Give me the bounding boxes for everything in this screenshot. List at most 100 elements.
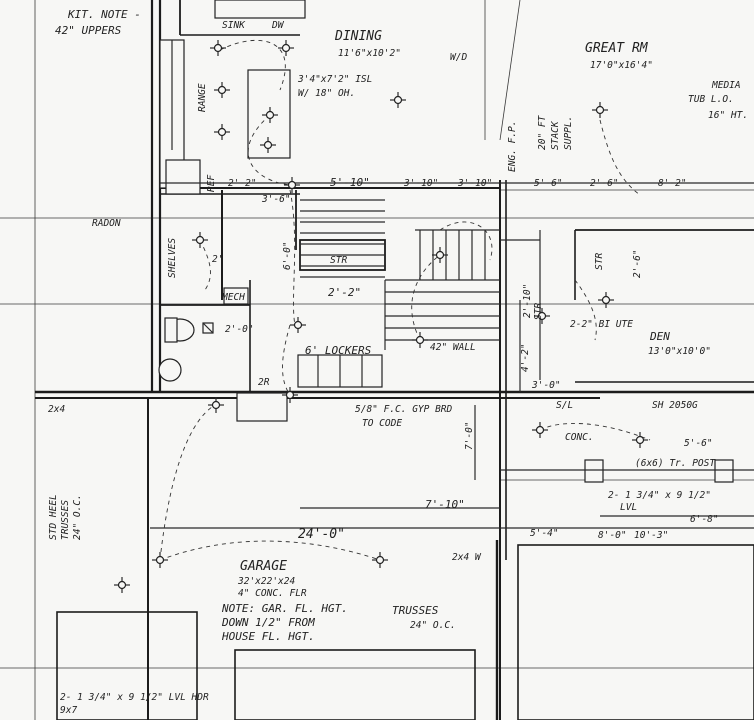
label-bi-ute: 2-2" BI UTE xyxy=(570,319,633,330)
label-conc: CONC. xyxy=(565,432,594,443)
label-eng-fp: ENG. F.P. xyxy=(507,121,518,172)
fixture-center xyxy=(213,43,223,53)
light-fixture-icon xyxy=(214,124,230,140)
light-fixture-icon xyxy=(432,247,448,263)
dim-text: 2'-2" xyxy=(328,286,361,299)
label-garage-floor: 4" CONC. FLR xyxy=(238,588,307,599)
wire-run xyxy=(574,279,597,341)
label-sh: SH 2050G xyxy=(652,400,698,411)
label-island: 3'4"x7'2" ISL xyxy=(297,74,372,85)
label-ref: REF xyxy=(206,175,217,192)
light-fixtures xyxy=(114,40,648,593)
label-dining-size: 11'6"x10'2" xyxy=(338,48,401,59)
garage-door-opening xyxy=(56,611,198,720)
label-fire-board: 5/8" F.C. GYP BRD xyxy=(355,404,453,415)
fixture-center xyxy=(285,390,295,400)
label-dw: DW xyxy=(271,20,285,31)
light-fixture-icon xyxy=(192,232,208,248)
light-fixture-icon xyxy=(598,292,614,308)
light-fixture-icon xyxy=(152,552,168,568)
dim-text: 4'-2" xyxy=(520,343,531,372)
post xyxy=(714,459,734,483)
light-fixture-icon xyxy=(208,397,224,413)
label-std-heel: 24" O.C. xyxy=(72,494,83,540)
light-fixture-icon xyxy=(390,92,406,108)
label-stair: STR xyxy=(594,253,605,270)
label-42-wall: 42" WALL xyxy=(430,342,476,353)
fixture-center xyxy=(595,105,605,115)
dim-text: 8'-0" xyxy=(598,530,627,541)
label-2x4: 2x4 W xyxy=(452,552,482,563)
refrigerator xyxy=(165,159,201,195)
kitchen xyxy=(159,0,306,305)
fixture-center xyxy=(293,320,303,330)
light-fixture-icon xyxy=(114,577,130,593)
light-fixture-icon xyxy=(284,177,300,193)
light-fixture-icon xyxy=(282,387,298,403)
label-dining: DINING xyxy=(334,29,382,44)
label-garage-note: HOUSE FL. HGT. xyxy=(221,630,315,643)
label-sl: S/L xyxy=(556,400,573,411)
grid-line xyxy=(499,0,521,141)
label-garage-note: NOTE: GAR. FL. HGT. xyxy=(221,602,348,615)
label-media: TUB L.O. xyxy=(688,94,734,105)
bath-fixtures xyxy=(158,317,214,382)
label-2x4: 2x4 xyxy=(48,404,65,415)
wire-run xyxy=(411,254,441,341)
dim-text: 7'-0" xyxy=(464,421,475,450)
light-fixture-icon xyxy=(592,102,608,118)
wire-run xyxy=(199,239,211,291)
dim-text: 5'-10" xyxy=(330,176,370,189)
label-island-oh: W/ 18" OH. xyxy=(298,88,355,99)
post xyxy=(584,459,604,483)
dim-text: 5'-6" xyxy=(534,178,563,189)
label-furnace: SUPPL. xyxy=(563,116,574,150)
dim-text: 2' xyxy=(212,254,223,265)
light-fixture-icon xyxy=(278,40,294,56)
dim-text: 5'-4" xyxy=(530,528,559,539)
light-fixture-icon xyxy=(290,317,306,333)
label-kit-note: 42" UPPERS xyxy=(55,24,122,37)
light-fixture-icon xyxy=(534,308,550,324)
dimension-lines xyxy=(150,182,754,529)
label-stair: STR xyxy=(330,255,347,266)
fixture-center xyxy=(415,335,425,345)
label-range: RANGE xyxy=(197,83,208,112)
label-media: 16" HT. xyxy=(708,110,748,121)
house-walls xyxy=(35,0,754,720)
garage-door-opening xyxy=(234,649,476,720)
dim-text: 24'-0" xyxy=(298,527,345,542)
label-radon: RADON xyxy=(92,218,121,229)
label-furnace: STACK xyxy=(550,120,561,150)
stairs xyxy=(300,199,540,350)
wiring xyxy=(159,39,651,561)
fixture-center xyxy=(281,43,291,53)
dim-text: 3'-10" xyxy=(403,178,438,189)
label-garage-note: DOWN 1/2" FROM xyxy=(221,616,315,629)
label-mech: MECH xyxy=(221,292,245,303)
dim-text: 7'-10" xyxy=(425,498,465,511)
garage-bay xyxy=(517,544,754,720)
dim-text: 3'-10" xyxy=(457,178,492,189)
dim-text: 2'-2" xyxy=(228,178,257,189)
garage xyxy=(56,392,754,720)
sink-counter xyxy=(214,0,306,19)
light-fixture-icon xyxy=(214,82,230,98)
label-den-size: 13'0"x10'0" xyxy=(648,346,711,357)
light-fixture-icon xyxy=(372,552,388,568)
label-wd: W/D xyxy=(450,52,467,63)
label-header: 2- 1 3/4" x 9 1/2" LVL HDR xyxy=(60,692,209,703)
light-fixture-icon xyxy=(262,107,278,123)
label-header: 9x7 xyxy=(60,705,77,716)
label-garage-size: 32'x22'x24 xyxy=(237,576,295,587)
dim-text: 2'-6" xyxy=(632,249,643,278)
dim-text: 2'-10" xyxy=(522,284,533,318)
light-fixture-icon xyxy=(532,422,548,438)
label-trusses-oc: 24" O.C. xyxy=(410,620,456,631)
label-lvl: LVL xyxy=(620,502,637,513)
wire-run xyxy=(159,540,381,561)
sink-basin xyxy=(158,358,182,382)
label-great-room: GREAT RM xyxy=(585,41,649,56)
wire-run xyxy=(599,119,641,196)
